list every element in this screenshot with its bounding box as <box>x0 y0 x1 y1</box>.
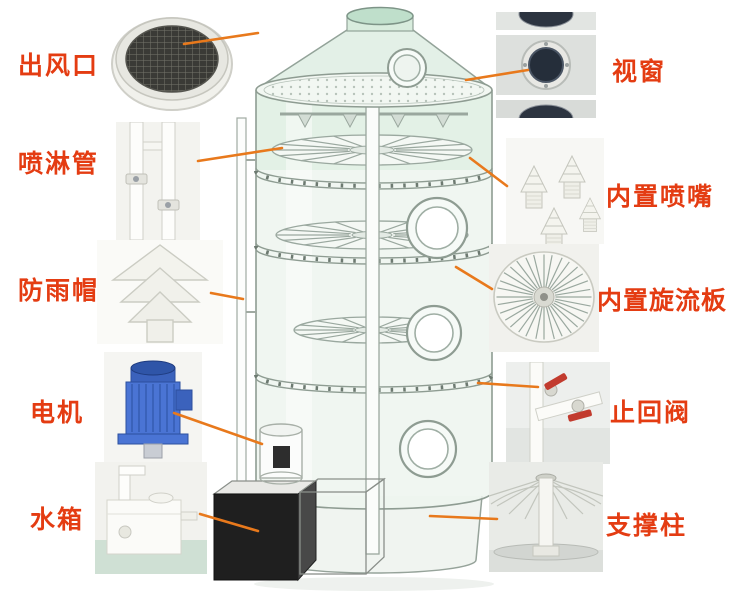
wireframe-box <box>299 477 387 575</box>
motor-photo <box>104 352 202 466</box>
porthole-3 <box>398 419 458 479</box>
label-rain-cap: 防雨帽 <box>18 277 100 305</box>
tower-outlet-opening <box>346 6 414 26</box>
porthole-2 <box>405 304 463 362</box>
label-air-outlet: 出风口 <box>18 52 100 80</box>
ground-shadow <box>254 577 494 591</box>
check-valve-photo <box>506 362 610 464</box>
label-motor: 电机 <box>30 399 85 427</box>
central-pipe <box>365 95 380 555</box>
label-swirl-plate: 内置旋流板 <box>597 287 728 315</box>
standpipe <box>236 117 257 491</box>
air-outlet-photo <box>111 17 233 111</box>
label-water-tank: 水箱 <box>30 506 85 534</box>
label-nozzle: 内置喷嘴 <box>606 183 715 211</box>
water-tank-photo <box>95 462 207 574</box>
porthole-1 <box>405 196 469 260</box>
sight-window-photo <box>496 12 596 118</box>
rain-cap-photo <box>97 240 223 344</box>
label-support-column: 支撑柱 <box>606 512 688 540</box>
porthole-top <box>387 48 427 88</box>
bottom-cabinet <box>212 480 318 582</box>
support-column-photo <box>489 462 603 572</box>
swirl-plate-photo <box>489 244 599 352</box>
label-spray-pipe: 喷淋管 <box>18 150 100 178</box>
tower-drawing <box>212 6 494 591</box>
nozzle-photo <box>506 138 604 244</box>
label-sight-window: 视窗 <box>612 58 667 86</box>
spray-pipe-photo <box>116 122 200 240</box>
pump-unit <box>259 423 303 485</box>
label-check-valve: 止回阀 <box>610 399 692 427</box>
